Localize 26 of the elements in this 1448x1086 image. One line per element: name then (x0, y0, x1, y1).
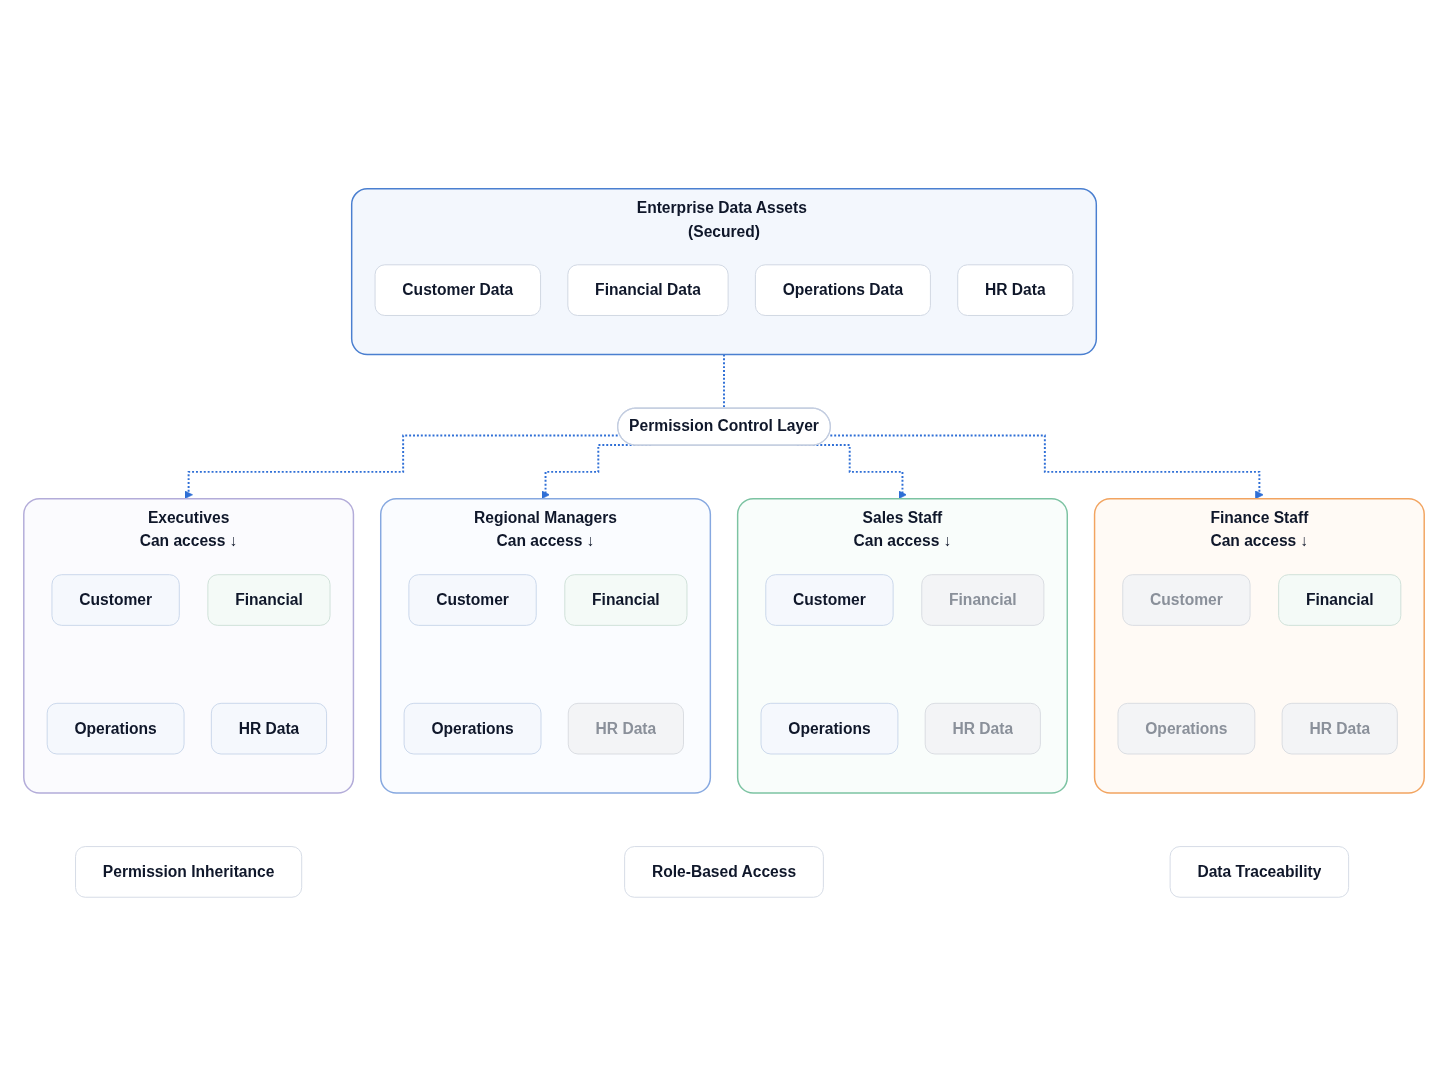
node-box: Data Traceability (1169, 846, 1350, 898)
node-box: Customer Data (374, 264, 542, 316)
node-box: Customer (1122, 574, 1251, 626)
node-box: Customer (765, 574, 894, 626)
node-box: Operations Data (754, 264, 931, 316)
arrow (829, 434, 1264, 500)
node-box: Operations (1117, 702, 1256, 755)
node-box: Financial Data (567, 264, 729, 316)
node-box: Operations (46, 702, 185, 755)
node-box: Customer (408, 574, 537, 626)
node-box: Role-Based Access (624, 846, 824, 898)
node-box: Financial (921, 574, 1045, 626)
node-box: HR Data (1281, 702, 1398, 755)
node-box: Permission Inheritance (75, 846, 303, 898)
node-box: HR Data (957, 264, 1074, 316)
node-box: Financial (207, 574, 331, 626)
node-box: HR Data (567, 702, 684, 755)
node-box: Financial (1278, 574, 1402, 626)
connector (723, 353, 725, 409)
arrow (184, 434, 619, 500)
node-box: HR Data (210, 702, 328, 755)
node-box: Operations (403, 702, 542, 755)
node-box: Customer (51, 574, 180, 626)
node-box: HR Data (924, 702, 1041, 755)
node-box: Operations (760, 702, 899, 755)
node-box: Financial (564, 574, 688, 626)
